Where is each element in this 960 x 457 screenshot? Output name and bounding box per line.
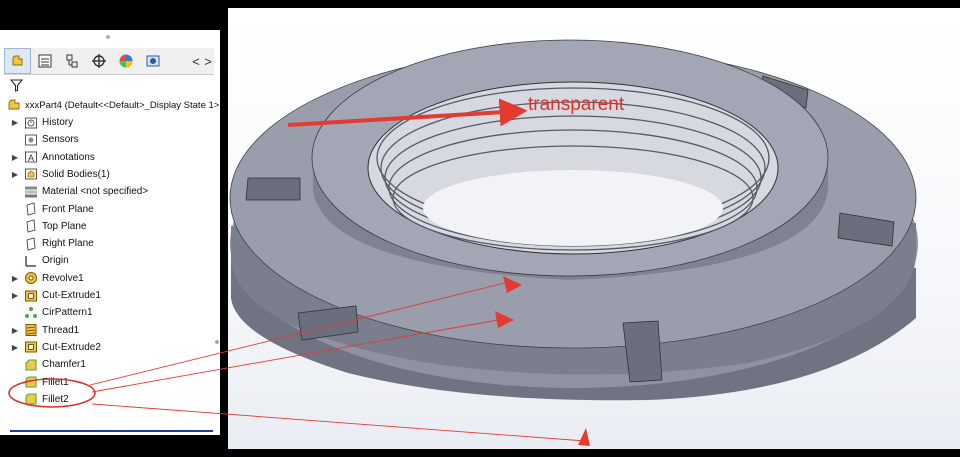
bore-inner-dark [423,170,723,246]
tree-item-label: Origin [42,255,69,267]
svg-text:A: A [28,153,34,163]
tree-item-cirpattern1[interactable]: CirPattern1 [0,304,93,321]
dimxpert-icon [91,54,106,68]
expand-arrow-icon[interactable]: ▶ [11,118,19,127]
tree-item-cut-extrude1[interactable]: ▶ Cut-Extrude1 [0,287,101,304]
filter-button[interactable] [9,79,24,97]
material-icon [24,185,38,199]
revolve-icon [24,271,38,285]
tree-item-label: Fillet1 [42,376,69,388]
expand-arrow-icon[interactable]: ▶ [11,291,19,300]
slot-front-right [622,320,663,383]
tree-item-label: Front Plane [42,203,94,215]
tree-item-fillet2[interactable]: Fillet2 [0,391,69,408]
tree-item-label: Thread1 [42,324,80,336]
tree-item-front-plane[interactable]: Front Plane [0,201,94,218]
tree-item-origin[interactable]: Origin [0,252,69,269]
solid-bodies-icon [24,167,38,181]
tree-item-sensors[interactable]: Sensors [0,131,79,148]
property-manager-tab[interactable] [31,48,58,74]
tree-item-solid-bodies-1[interactable]: ▶ Solid Bodies(1) [0,166,110,183]
fillet-icon [24,375,38,389]
tree-item-label: Chamfer1 [42,359,86,371]
expand-arrow-icon[interactable]: ▶ [11,152,19,162]
splitter-grip[interactable] [215,340,219,344]
plane-icon [24,237,38,251]
circular-pattern-icon [24,306,38,320]
cut-extrude-icon [24,289,38,303]
expand-arrow-icon[interactable]: ▶ [11,273,19,283]
sensors-icon [24,133,38,147]
plane-icon [24,219,38,233]
slot-right [837,212,895,247]
expand-arrow-icon[interactable]: ▶ [11,325,19,335]
tree-item-label: Material <not specified> [42,186,149,198]
fillet-icon [24,392,38,406]
tree-item-fillet1[interactable]: Fillet1 [0,374,69,391]
tree-item-right-plane[interactable]: Right Plane [0,235,94,252]
rollback-bar[interactable] [10,430,213,432]
tree-item-label: Solid Bodies(1) [42,168,110,180]
tree-root-part[interactable]: xxxPart4 (Default<<Default>_Display Stat… [4,96,219,114]
tree-item-label: Right Plane [42,238,94,250]
tree-item-label: Annotations [42,151,95,163]
display-manager-icon [119,54,132,68]
tree-item-label: Fillet2 [42,393,69,405]
tree-item-label: History [42,117,74,128]
tree-item-top-plane[interactable]: Top Plane [0,218,86,235]
expand-arrow-icon[interactable]: ▶ [11,169,19,179]
lock-nut-model[interactable] [228,8,960,449]
filter-icon [9,79,24,92]
origin-icon [24,254,38,268]
annotations-icon: A [24,150,38,164]
tree-item-revolve1[interactable]: ▶ Revolve1 [0,270,84,287]
history-icon [24,116,38,130]
dimxpert-manager-tab[interactable] [85,48,112,74]
property-manager-icon [38,54,51,68]
tree-item-chamfer1[interactable]: Chamfer1 [0,356,86,373]
tree-item-cut-extrude2[interactable]: ▶ Cut-Extrude2 [0,339,101,356]
configuration-manager-tab[interactable] [58,48,85,74]
left-panel-frame: < > xxxPart4 (Default<<Default>_Display … [0,8,222,457]
cut-extrude-icon [24,340,38,354]
feature-manager-icon [12,55,22,66]
bottom-black-border [222,449,960,457]
tree-item-annotations[interactable]: ▶ A Annotations [0,149,95,166]
feature-manager-tab[interactable] [4,48,31,74]
annotation-label-transparent: transparent [528,94,625,115]
tree-item-label: CirPattern1 [42,307,93,319]
thread-icon [24,323,38,337]
display-manager-tab[interactable] [112,48,139,74]
tree-item-material-not-specified[interactable]: Material <not specified> [0,183,148,200]
tab-scroll-right-button[interactable]: > [204,53,212,69]
expand-arrow-icon[interactable]: ▶ [11,342,19,352]
tree-item-label: Top Plane [42,220,87,232]
graphics-viewport[interactable]: transparent Ac [228,8,960,449]
tree-item-thread1[interactable]: ▶ Thread1 [0,322,79,339]
plane-icon [24,202,38,216]
tree-item-label: Cut-Extrude2 [42,341,101,353]
feature-manager-panel: < > xxxPart4 (Default<<Default>_Display … [0,30,220,435]
tree-item-label: Cut-Extrude1 [42,290,101,301]
panel-grip[interactable] [106,35,110,39]
top-black-border [0,0,960,8]
tab-scroll-controls: < > [190,48,214,74]
camview-icon [146,55,159,67]
tree-root-label: xxxPart4 (Default<<Default>_Display Stat… [25,99,220,111]
camview-tab[interactable] [139,48,166,74]
part-icon [7,98,21,112]
manager-tab-bar [4,48,214,75]
tree-item-label: Sensors [42,134,79,146]
tree-item-label: Revolve1 [42,272,84,284]
configuration-manager-icon [66,54,77,68]
slot-left [245,177,301,201]
tree-item-history[interactable]: ▶ History [0,114,73,131]
tab-scroll-left-button[interactable]: < [192,53,200,69]
chamfer-icon [24,358,38,372]
